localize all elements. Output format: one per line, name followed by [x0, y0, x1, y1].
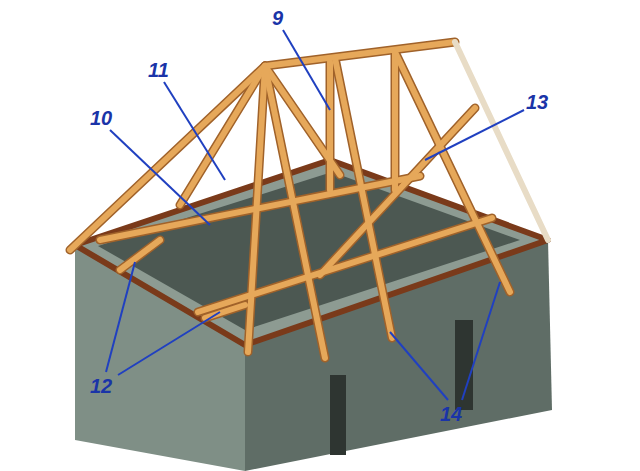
interior [98, 172, 520, 330]
callout-number: 14 [440, 404, 462, 424]
callout-number: 10 [90, 108, 112, 128]
callout-number: 9 [272, 8, 283, 28]
callout-number: 13 [526, 92, 548, 112]
door-opening [330, 375, 346, 455]
rafter-outline [70, 42, 510, 358]
callout-number: 12 [90, 376, 112, 396]
wall-top [75, 160, 548, 345]
leader-line [106, 30, 524, 400]
rafter [70, 42, 510, 358]
gable-rafter [455, 42, 548, 240]
callout-number: 11 [148, 60, 169, 80]
wall-plate [75, 160, 548, 345]
